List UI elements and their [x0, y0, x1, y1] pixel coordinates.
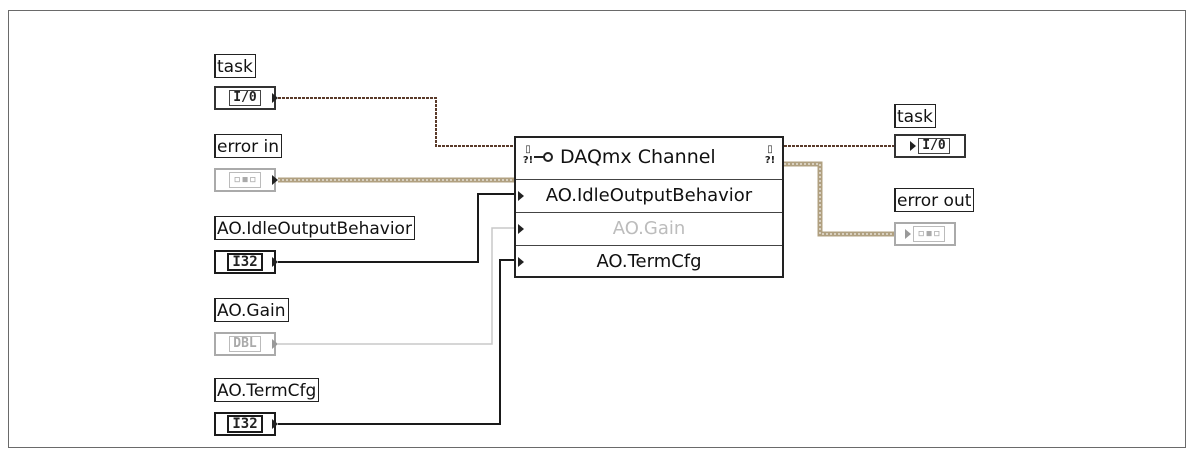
label-idle-behavior: AO.IdleOutputBehavior	[214, 216, 415, 240]
terminal-termcfg[interactable]: I32	[214, 412, 276, 436]
label-task-out: task	[894, 104, 936, 128]
terminal-error-out-type: ▫▪▫	[913, 226, 945, 242]
terminal-gain-type: DBL	[229, 336, 261, 352]
input-arrow-icon	[905, 229, 912, 239]
terminal-termcfg-type: I32	[227, 415, 263, 433]
terminal-idle-behavior-type: I32	[227, 253, 263, 271]
label-gain: AO.Gain	[214, 298, 289, 322]
label-error-in: error in	[214, 134, 283, 158]
output-arrow-icon	[272, 93, 278, 103]
wire-gain	[278, 227, 514, 345]
wire-idle-behavior	[278, 193, 514, 263]
property-idle-behavior[interactable]: AO.IdleOutputBehavior	[516, 180, 782, 213]
terminal-task-in-type: I/0	[229, 90, 261, 106]
wire-task-in	[278, 97, 514, 147]
wire-termcfg	[278, 259, 514, 425]
property-label: AO.Gain	[612, 218, 686, 239]
terminal-gain[interactable]: DBL	[214, 332, 276, 356]
property-gain[interactable]: AO.Gain	[516, 213, 782, 246]
terminal-task-out[interactable]: I/0	[894, 134, 966, 158]
terminal-error-out[interactable]: ▫▪▫	[894, 222, 956, 246]
output-arrow-icon	[272, 257, 278, 267]
reference-in-icon: ▯?!	[522, 144, 534, 166]
input-arrow-icon	[518, 257, 524, 267]
property-node-header: ▯?! DAQmx Channel ▯?!	[516, 138, 782, 180]
input-arrow-icon	[910, 141, 917, 151]
terminal-task-out-type: I/0	[918, 138, 950, 154]
input-arrow-icon	[518, 191, 524, 201]
input-arrow-icon	[518, 224, 524, 234]
label-termcfg: AO.TermCfg	[214, 378, 320, 402]
output-arrow-icon	[272, 419, 278, 429]
terminal-error-in-type: ▫▪▫	[229, 172, 261, 188]
property-node-daqmx-channel[interactable]: ▯?! DAQmx Channel ▯?! AO.IdleOutputBehav…	[514, 136, 784, 278]
property-label: AO.IdleOutputBehavior	[545, 185, 753, 206]
terminal-idle-behavior[interactable]: I32	[214, 250, 276, 274]
property-termcfg[interactable]: AO.TermCfg	[516, 246, 782, 279]
wire-error-out	[784, 161, 896, 237]
reference-out-icon: ▯?!	[764, 144, 776, 166]
output-arrow-icon	[272, 175, 278, 185]
property-node-title: DAQmx Channel	[560, 146, 716, 168]
key-icon	[534, 152, 553, 162]
terminal-error-in[interactable]: ▫▪▫	[214, 168, 276, 192]
terminal-task-in[interactable]: I/0	[214, 86, 276, 110]
output-arrow-icon	[272, 339, 278, 349]
label-error-out: error out	[894, 188, 975, 212]
property-label: AO.TermCfg	[596, 251, 702, 272]
label-task-in: task	[214, 54, 256, 78]
